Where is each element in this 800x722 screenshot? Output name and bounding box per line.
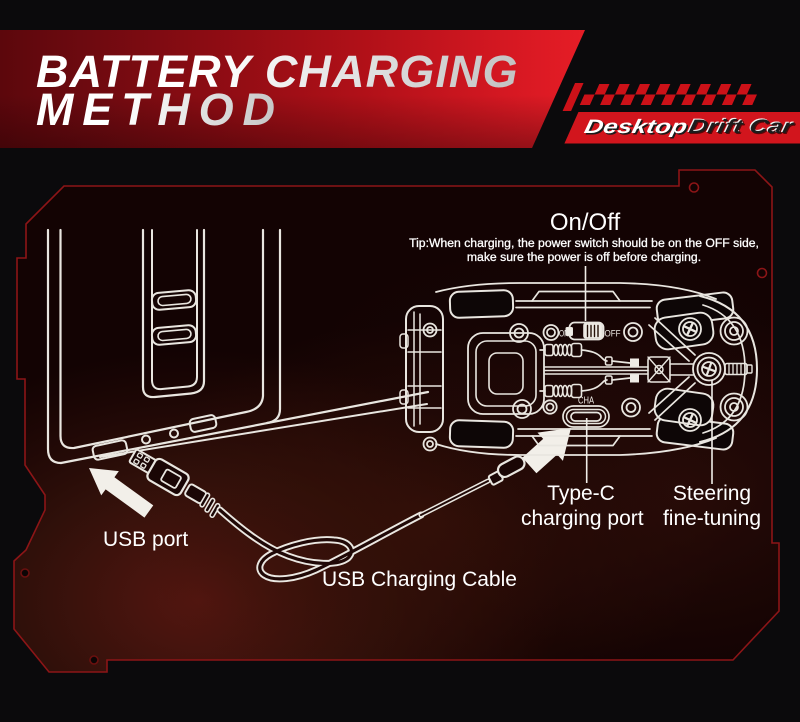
svg-text:CHA: CHA <box>578 396 594 407</box>
svg-text:OFF: OFF <box>605 329 621 340</box>
svg-text:ON: ON <box>559 329 569 340</box>
